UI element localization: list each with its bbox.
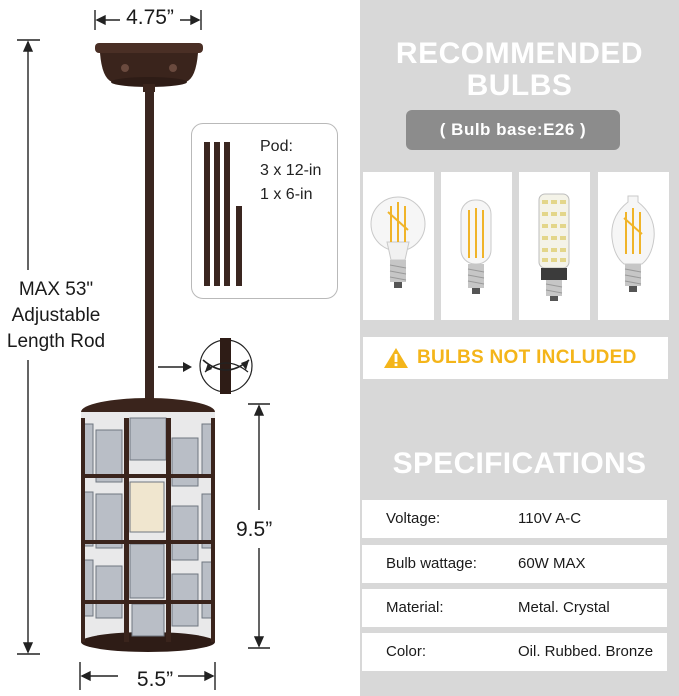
heading-line-1: RECOMMENDED [395,37,644,70]
pod-long-rods: 3 x 12-in [260,162,322,179]
bulb-base-badge: ( Bulb base:E26 ) [406,110,620,150]
top-width-dimension-line [94,10,202,30]
rod-length-dimension-line [17,39,40,655]
bulb-card-st64 [598,172,669,320]
bulb-card-a19 [363,172,434,320]
shade-height-label: 9.5” [236,518,273,541]
rod-length-label: MAX 53" Adjustable Length Rod [0,277,112,355]
spec-value: Oil. Rubbed. Bronze [518,643,654,660]
spec-row-voltage: Voltage: 110V A-C [362,500,667,538]
specifications-heading: SPECIFICATIONS [392,447,647,480]
bulbs-not-included-banner: BULBS NOT INCLUDED [363,337,668,379]
spec-row-material: Material: Metal. Crystal [362,589,667,627]
bulb-card-corn [519,172,590,320]
shade-height-dimension-line [248,403,270,649]
pendant-light-illustration [17,10,270,690]
top-width-label: 4.75” [126,6,174,29]
spec-label: Bulb wattage: [386,555,477,572]
bulb-card-t-shape [441,172,512,320]
rod-label-line-2: Adjustable [11,305,101,326]
spec-value: Metal. Crystal [518,599,610,616]
ceiling-canopy [95,43,203,92]
spec-row-wattage: Bulb wattage: 60W MAX [362,545,667,583]
spec-row-color: Color: Oil. Rubbed. Bronze [362,633,667,671]
spec-label: Color: [386,643,427,660]
rod-pieces-icon [204,142,242,286]
shade-width-dimension-line [79,662,216,690]
shade-width-label: 5.5” [136,668,174,691]
swivel-joint-detail [158,338,253,394]
spec-label: Voltage: [386,510,441,527]
crystal-cage-shade [81,398,215,652]
product-drawing-area: 4.75” MAX 53" Adjustable Length Rod 9.5”… [0,6,338,691]
spec-value: 110V A-C [518,510,582,527]
a19-filament-bulb-icon [370,196,426,288]
pod-title: Pod: [260,138,293,155]
st-edison-filament-bulb-icon [611,195,655,292]
pod-short-rod: 1 x 6-in [260,186,313,203]
down-rod [145,90,154,400]
spec-label: Material: [386,599,444,616]
info-panel: RECOMMENDED BULBS ( Bulb base:E26 ) [360,0,679,696]
warning-text: BULBS NOT INCLUDED [417,347,637,368]
heading-line-2: BULBS [466,69,573,102]
rod-pieces-box: Pod: 3 x 12-in 1 x 6-in [191,123,338,299]
warning-icon [384,348,408,368]
spec-value: 60W MAX [518,555,586,572]
rod-label-line-1: MAX 53" [18,279,94,300]
rod-label-line-3: Length Rod [6,331,106,352]
corn-led-bulb-icon [538,193,570,301]
t-shaped-filament-bulb-icon [460,199,492,294]
recommended-bulbs-heading: RECOMMENDED BULBS [360,38,679,102]
